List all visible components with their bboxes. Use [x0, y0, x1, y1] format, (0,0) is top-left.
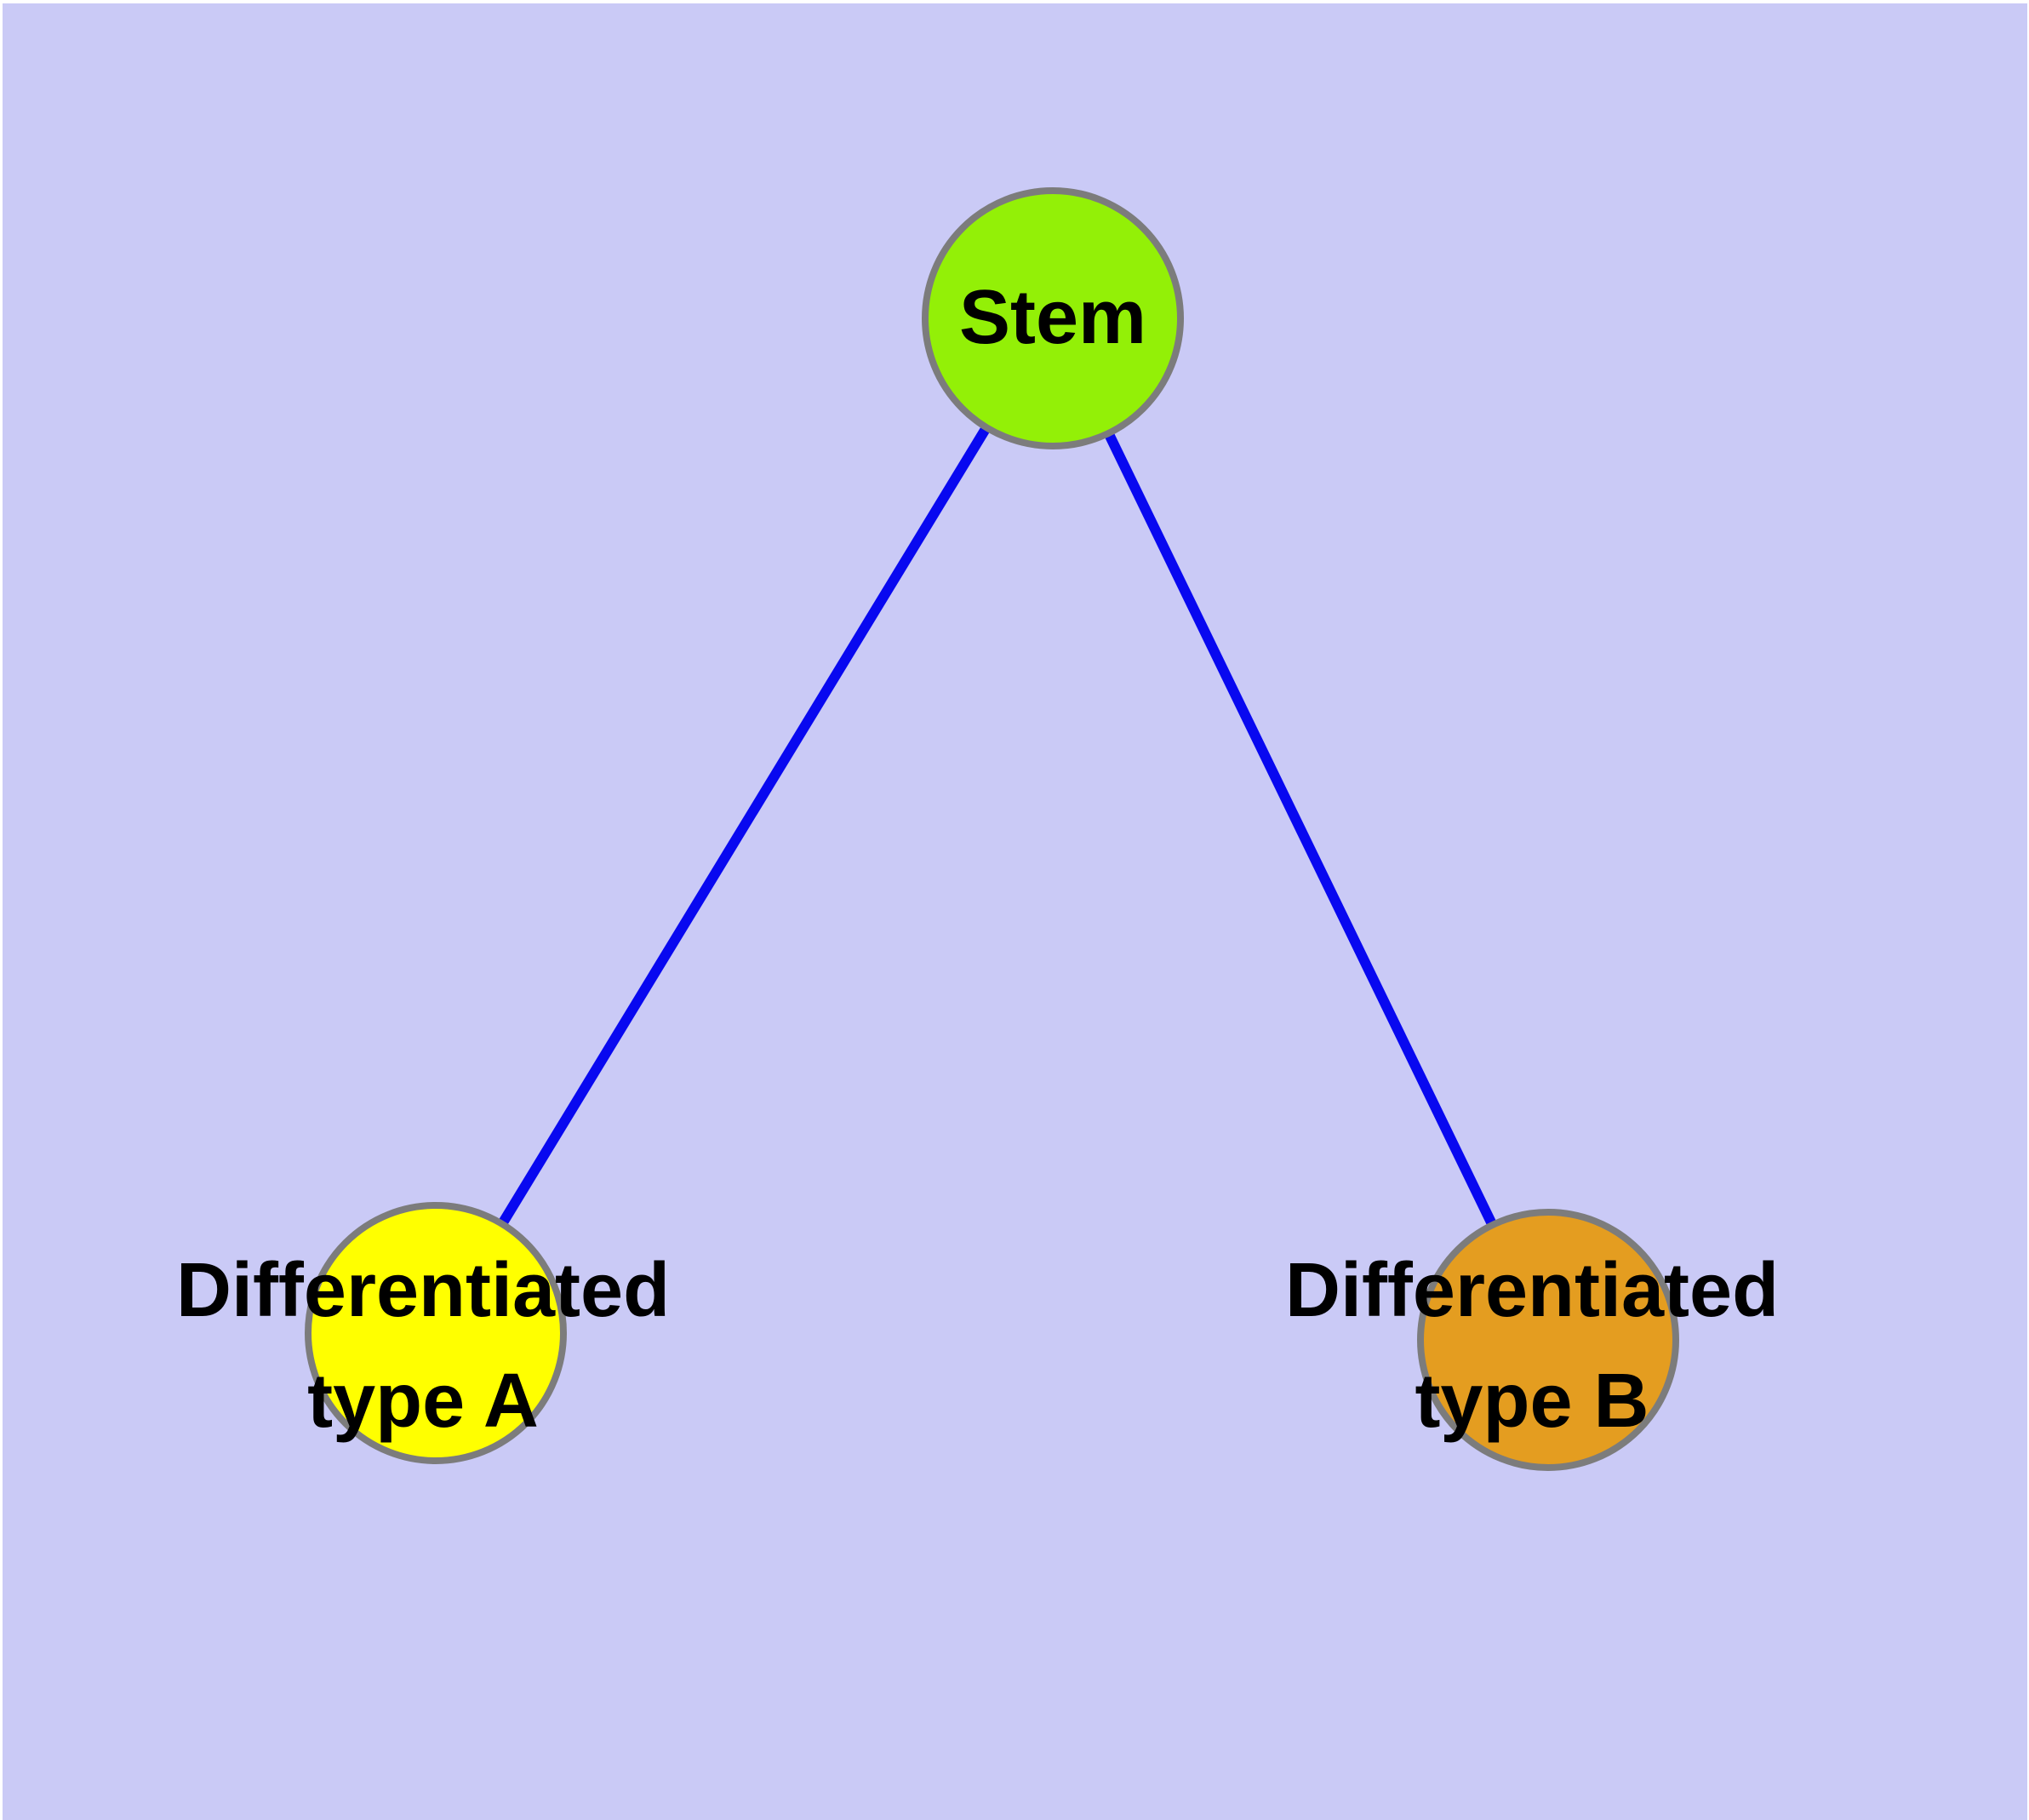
plot-margin-top [0, 0, 2029, 3]
node-label-typeB-line2: type B [1415, 1359, 1649, 1444]
edge-stem-to-typeA [431, 315, 1058, 1336]
node-differentiated-type-a[interactable] [305, 1202, 567, 1464]
node-label-typeA-line2: type A [307, 1359, 539, 1444]
plot-margin-right [2027, 0, 2029, 1820]
node-label-stem: Stem [959, 263, 1146, 374]
node-label-typeB-line1: Differentiated [1284, 1248, 1780, 1334]
plot-margin-left [0, 0, 3, 1820]
node-stem[interactable] [922, 187, 1184, 449]
node-label-typeA-line1: Differentiated [175, 1248, 671, 1334]
node-differentiated-type-b[interactable] [1417, 1209, 1679, 1471]
node-label-stem-line1: Stem [958, 275, 1147, 361]
node-label-differentiated-type-a: Differentiated type A [176, 1236, 670, 1457]
edge-stem-to-typeB [1048, 316, 1553, 1342]
node-label-differentiated-type-b: Differentiated type B [1285, 1236, 1779, 1457]
